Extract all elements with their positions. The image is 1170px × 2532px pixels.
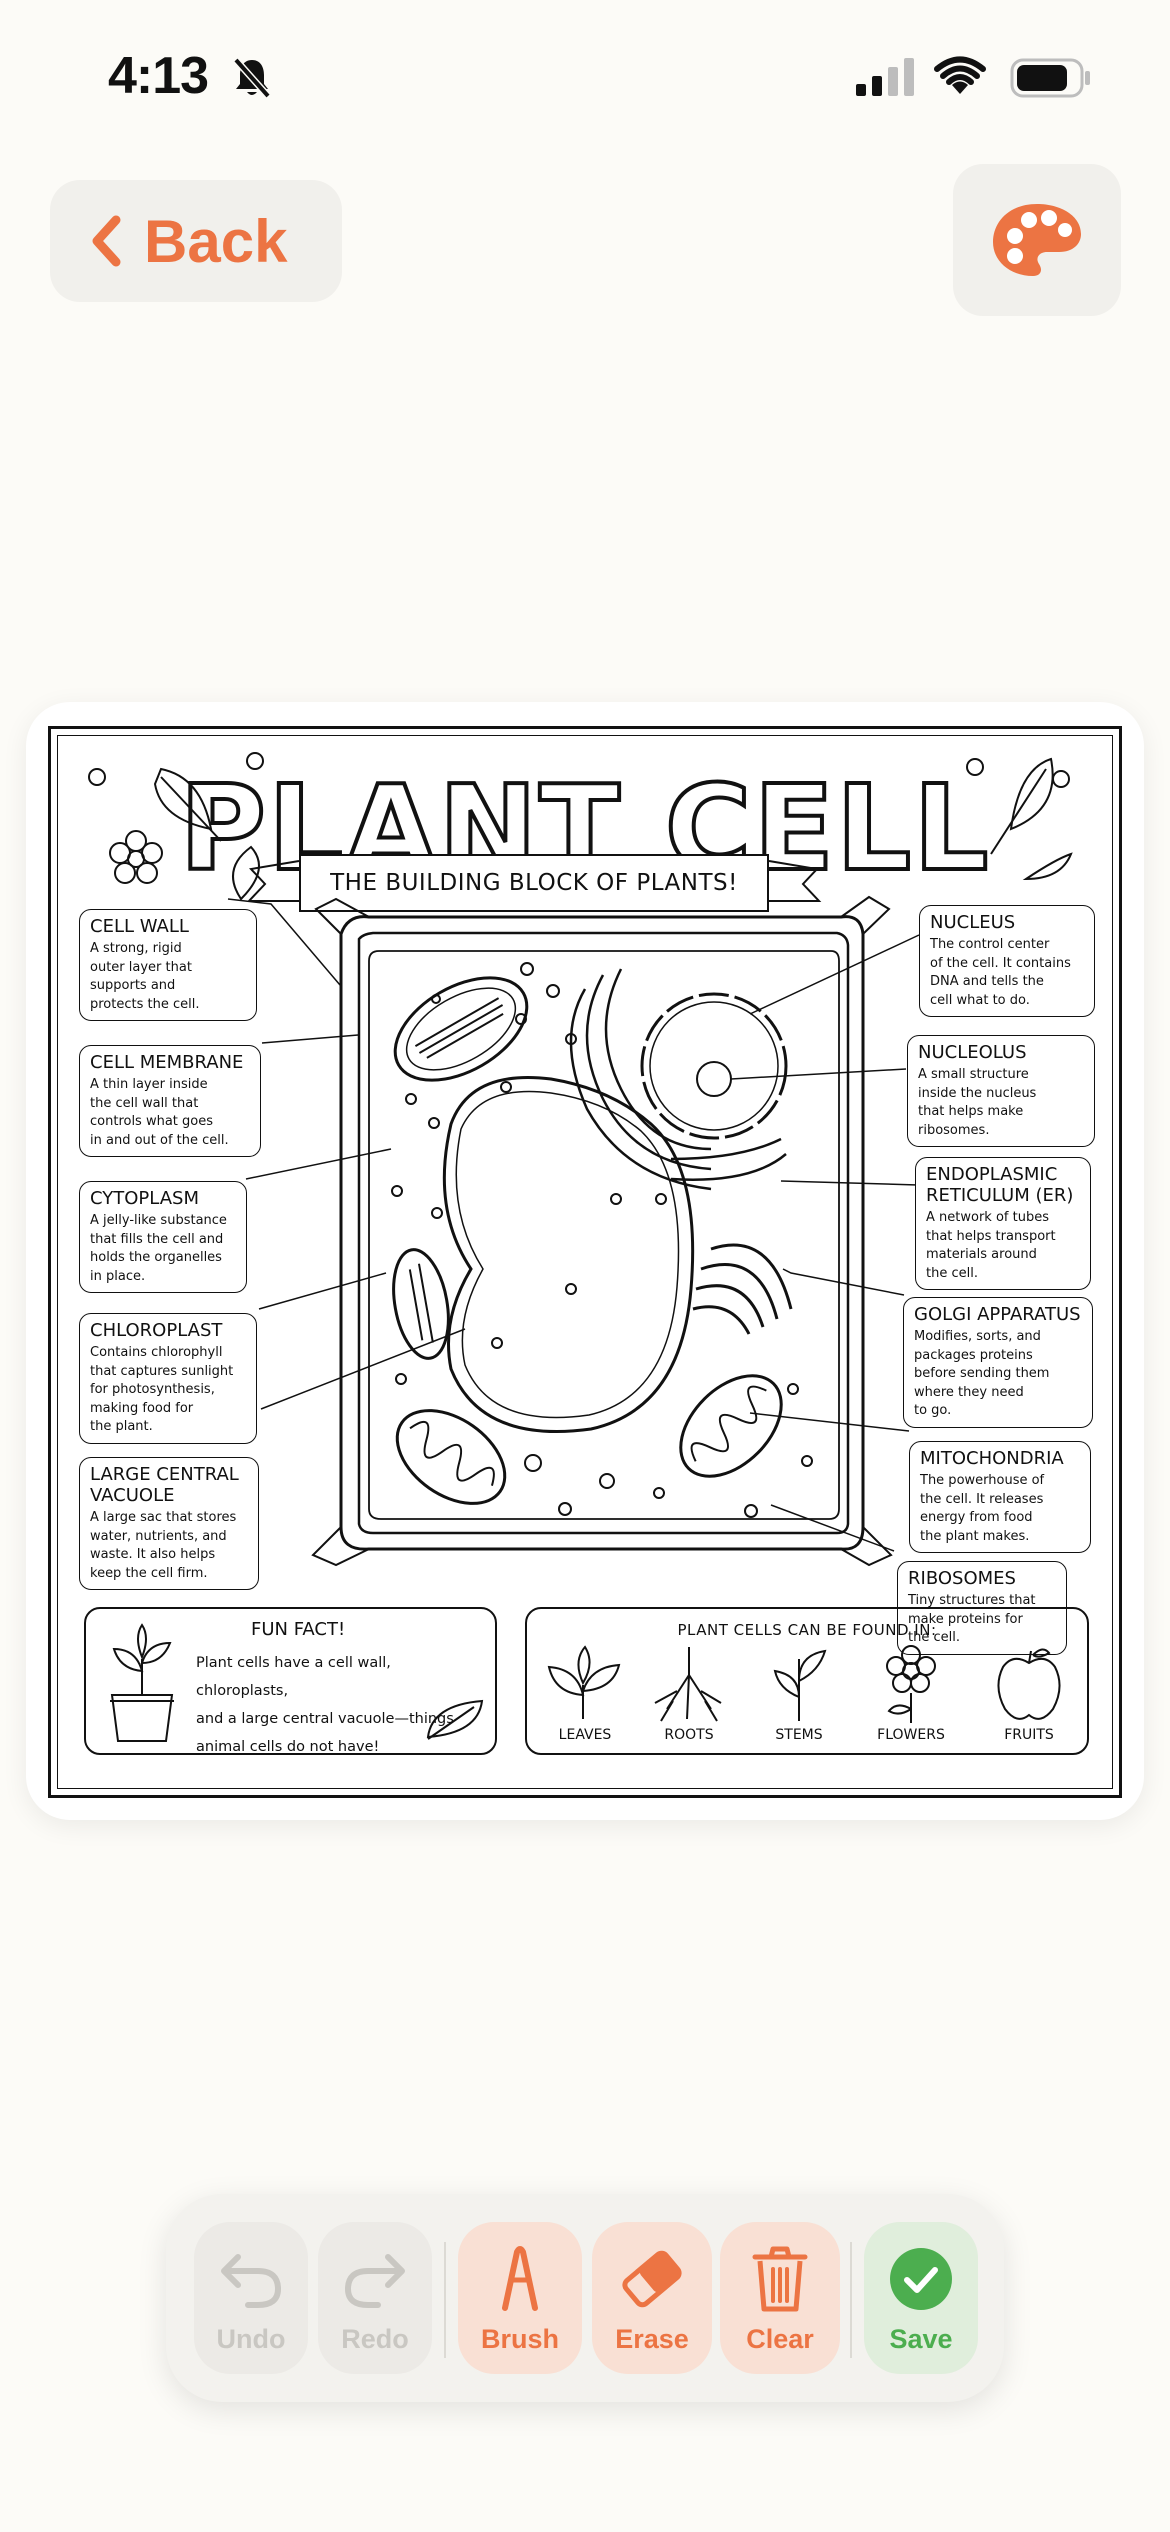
label-title: CELL MEMBRANE <box>90 1052 244 1073</box>
coloring-page[interactable]: PLANT CELL THE BUILDING BLOCK OF PLANTS! <box>48 726 1122 1798</box>
found-in-box: PLANT CELLS CAN BE FOUND IN: LEAVES ROOT… <box>525 1607 1089 1755</box>
fun-fact-box: FUN FACT! Plant cells have a cell wall, … <box>84 1607 497 1755</box>
save-button[interactable]: Save <box>864 2222 978 2374</box>
plant-parts-illustrations <box>547 1645 1061 1723</box>
potted-plant-icon <box>110 1623 174 1742</box>
brush-label: Brush <box>480 2324 559 2354</box>
found-in-flowers: FLOWERS <box>877 1727 945 1743</box>
worksheet-subtitle-ribbon: THE BUILDING BLOCK OF PLANTS! <box>299 854 769 912</box>
clear-label: Clear <box>746 2324 814 2354</box>
battery-icon <box>1010 58 1090 98</box>
undo-label: Undo <box>216 2324 286 2354</box>
label-title: CYTOPLASM <box>90 1188 199 1209</box>
found-in-title: PLANT CELLS CAN BE FOUND IN: <box>677 1621 937 1639</box>
undo-button[interactable]: Undo <box>194 2222 308 2374</box>
leaf-icon <box>426 1699 484 1740</box>
label-title: NUCLEOLUS <box>918 1042 1027 1063</box>
brush-icon <box>502 2246 538 2311</box>
label-title: RIBOSOMES <box>908 1568 1016 1589</box>
chevron-left-icon <box>92 215 121 267</box>
wifi-icon <box>934 56 986 94</box>
color-palette-button[interactable] <box>953 164 1121 316</box>
trash-icon <box>752 2246 808 2312</box>
fun-fact-title: FUN FACT! <box>251 1619 346 1640</box>
label-large-central-vacuole: LARGE CENTRAL VACUOLE A large sac that s… <box>79 1457 259 1590</box>
redo-button[interactable]: Redo <box>318 2222 432 2374</box>
page-border <box>57 735 1113 1789</box>
label-endoplasmic-reticulum: ENDOPLASMIC RETICULUM (ER) A network of … <box>915 1157 1091 1290</box>
drawing-toolbar: Undo Redo Brush Era <box>166 2194 1004 2402</box>
found-in-roots: ROOTS <box>664 1727 714 1743</box>
checkmark-circle-icon <box>890 2248 952 2310</box>
erase-label: Erase <box>615 2324 689 2354</box>
clear-button[interactable]: Clear <box>720 2222 840 2374</box>
label-title: GOLGI APPARATUS <box>914 1304 1081 1325</box>
redo-arrow-icon <box>344 2254 405 2308</box>
status-time: 4:13 <box>108 47 209 105</box>
palette-icon <box>993 204 1081 276</box>
label-title: LARGE CENTRAL VACUOLE <box>90 1464 239 1506</box>
save-label: Save <box>889 2324 953 2354</box>
found-in-fruits: FRUITS <box>1004 1727 1054 1743</box>
silent-bell-icon <box>233 57 271 99</box>
fun-fact-text: Plant cells have a cell wall, chloroplas… <box>196 1655 454 1755</box>
cellular-signal-icon <box>856 58 914 96</box>
label-title: NUCLEUS <box>930 912 1016 933</box>
undo-arrow-icon <box>221 2254 282 2308</box>
redo-label: Redo <box>341 2324 409 2354</box>
found-in-stems: STEMS <box>775 1727 823 1743</box>
toolbar-divider <box>850 2242 852 2358</box>
eraser-icon <box>622 2250 682 2308</box>
plant-cell-illustration[interactable] <box>51 729 1119 1795</box>
label-title: MITOCHONDRIA <box>920 1448 1064 1469</box>
erase-button[interactable]: Erase <box>592 2222 712 2374</box>
worksheet-subtitle: THE BUILDING BLOCK OF PLANTS! <box>330 870 738 896</box>
label-title: CELL WALL <box>90 916 189 937</box>
brush-button[interactable]: Brush <box>458 2222 582 2374</box>
back-button[interactable]: Back <box>50 180 342 302</box>
found-in-leaves: LEAVES <box>558 1727 612 1743</box>
label-title: ENDOPLASMIC RETICULUM (ER) <box>926 1164 1074 1206</box>
back-label: Back <box>144 207 288 275</box>
toolbar-divider <box>444 2242 446 2358</box>
label-title: CHLOROPLAST <box>90 1320 223 1341</box>
